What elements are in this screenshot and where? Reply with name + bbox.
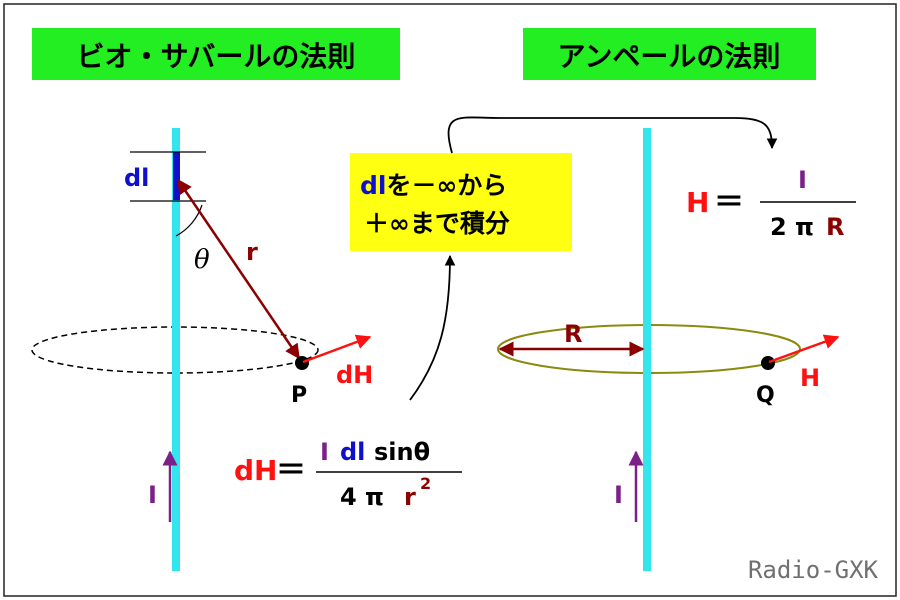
watermark: Radio-GXK	[748, 556, 879, 584]
h-label: H	[800, 364, 820, 392]
note-to-formula-arrow	[447, 116, 778, 154]
formula-to-note-arrow	[409, 254, 456, 401]
formula-left-lhs: dH	[234, 454, 277, 487]
formula-right-num: I	[798, 166, 807, 194]
point-q	[761, 356, 775, 370]
formula-left-num-dl: dl	[340, 438, 365, 466]
formula-right-den-r: R	[826, 213, 844, 241]
note-line1: dlを－∞から	[360, 171, 507, 200]
note-line2: ＋∞まで積分	[364, 209, 510, 238]
right-title-box	[523, 28, 816, 80]
formula-left-equals: ＝	[276, 453, 306, 488]
formula-right-equals: ＝	[714, 185, 744, 220]
left-wire	[172, 128, 180, 571]
point-p-label: P	[291, 383, 307, 408]
radius-label: R	[564, 320, 582, 348]
right-title: アンペールの法則	[558, 40, 781, 73]
right-wire	[643, 128, 651, 571]
current-element	[173, 152, 180, 200]
left-current-label: I	[148, 481, 157, 509]
note-box	[350, 153, 572, 251]
angle-label: θ	[194, 245, 210, 275]
outer-frame	[3, 3, 897, 597]
formula-left-den-r: r	[404, 483, 416, 511]
r-label: r	[246, 238, 258, 266]
left-title: ビオ・サバールの法則	[77, 40, 356, 73]
formula-left-num-sin: sinθ	[374, 438, 430, 466]
point-p	[295, 356, 309, 370]
r-vector	[176, 178, 301, 360]
point-q-label: Q	[756, 383, 775, 408]
formula-right-lhs: H	[686, 186, 709, 219]
dh-arrow	[302, 334, 372, 364]
note-line1-rest: を－∞から	[386, 171, 507, 200]
h-arrow	[768, 334, 840, 364]
formula-left-den: 4 π	[340, 483, 384, 511]
formula-left-num-i: I	[320, 438, 329, 466]
note-dl: dl	[360, 171, 386, 200]
formula-left-den-exp: 2	[420, 474, 431, 493]
right-current-label: I	[614, 481, 623, 509]
formula-right-den: 2 π	[770, 213, 814, 241]
left-title-box	[32, 28, 400, 80]
dh-label: dH	[336, 361, 373, 389]
element-label: dl	[124, 164, 149, 192]
